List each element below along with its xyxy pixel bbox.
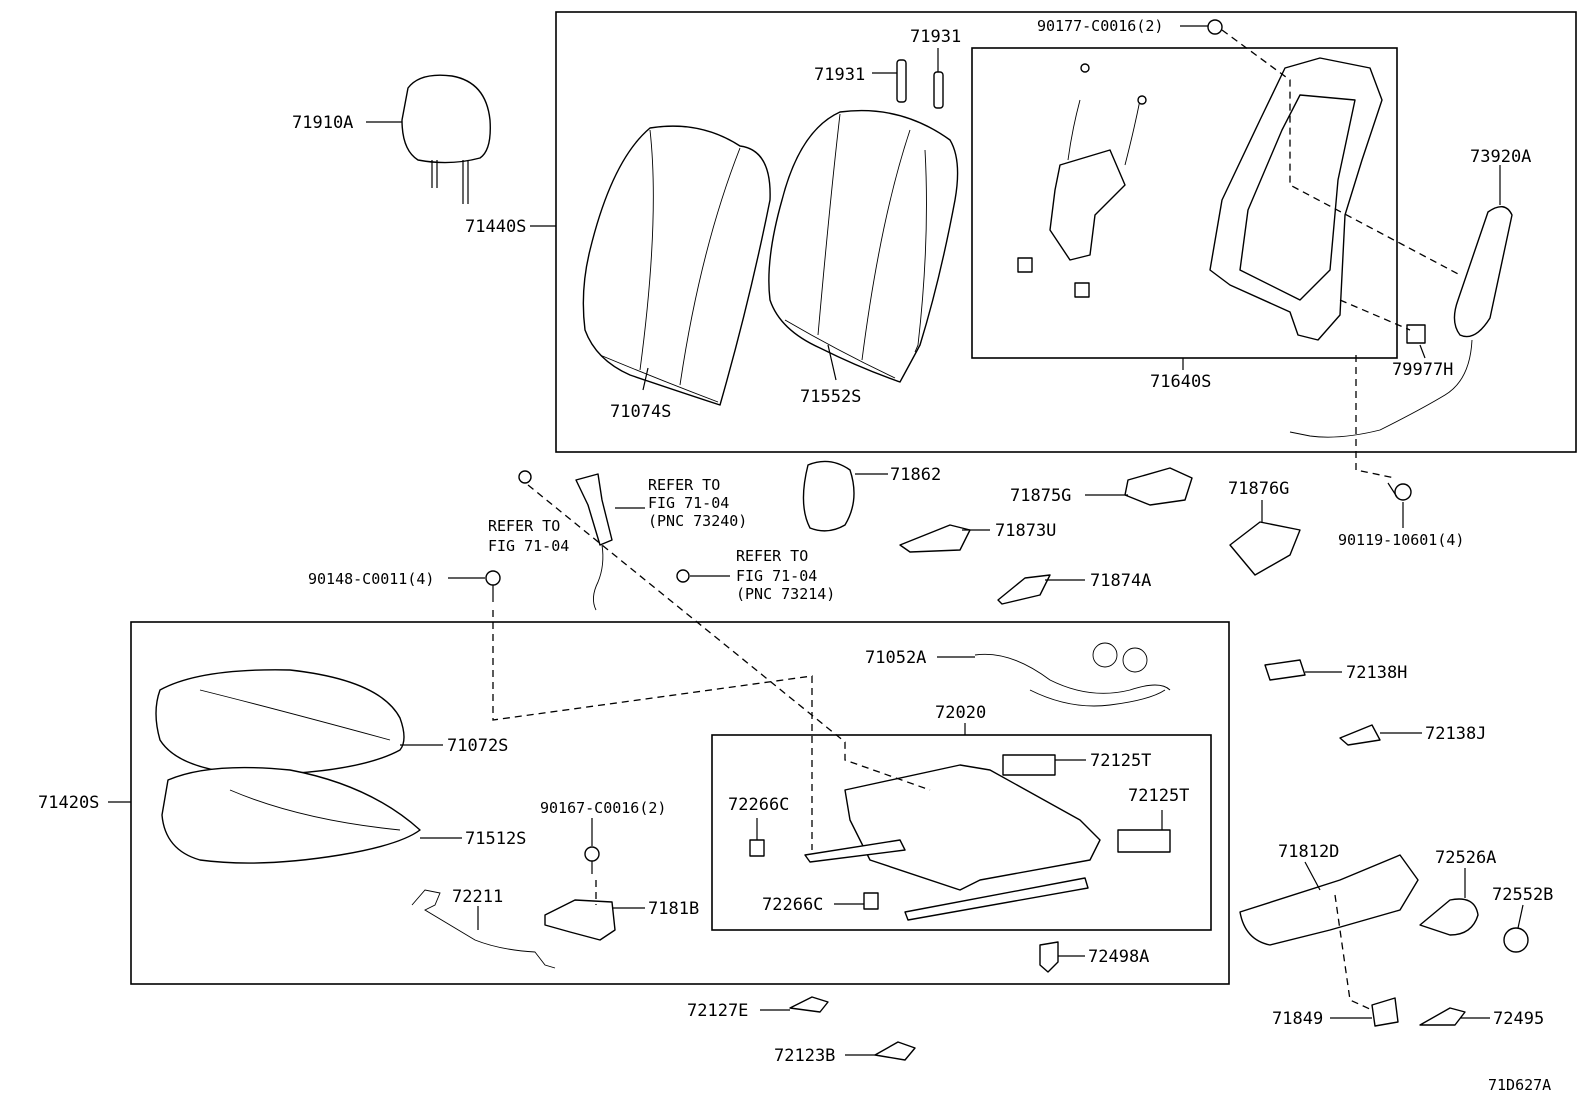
label-cover-72495: 72495 bbox=[1493, 1009, 1544, 1029]
cover-71849-part bbox=[1371, 997, 1399, 1027]
seat-adjuster-part bbox=[804, 764, 1101, 921]
rod-72211-part bbox=[411, 889, 556, 969]
label-nut-lower: 90167-C0016(2) bbox=[540, 799, 666, 817]
lumbar-support-part bbox=[1017, 63, 1147, 298]
nut-left-part bbox=[518, 470, 532, 484]
clip-72266c-1-part bbox=[749, 839, 765, 857]
label-clip-72266c-1: 72266C bbox=[728, 795, 789, 815]
label-hook-1: 71931 bbox=[814, 65, 865, 85]
label-sensor-ref-3: (PNC 73214) bbox=[736, 585, 835, 603]
cap-71862-part bbox=[802, 460, 855, 532]
frame-group-box bbox=[971, 47, 1398, 359]
label-airbag-label: 79977H bbox=[1392, 360, 1453, 380]
seatback-group-box bbox=[555, 11, 1577, 453]
spring-71052a-part bbox=[974, 642, 1171, 707]
label-cushion-cover: 71512S bbox=[465, 829, 526, 849]
label-cap-71862: 71862 bbox=[890, 465, 941, 485]
label-cushion-pad: 71072S bbox=[447, 736, 508, 756]
headrest-part bbox=[401, 74, 491, 204]
label-nut-upper: 90177-C0016(2) bbox=[1037, 17, 1163, 35]
label-cover-71874a: 71874A bbox=[1090, 571, 1151, 591]
label-cover-72127e: 72127E bbox=[687, 1001, 748, 1021]
adjuster-group-box bbox=[711, 734, 1212, 931]
label-hook-2: 71931 bbox=[910, 27, 961, 47]
label-cover-71873u: 71873U bbox=[995, 521, 1056, 541]
cushion-pad-part bbox=[155, 669, 405, 776]
label-bolt-left: 90148-C0011(4) bbox=[308, 570, 434, 588]
cover-72125t-2-part bbox=[1117, 829, 1171, 853]
label-rod-72211: 72211 bbox=[452, 887, 503, 907]
label-cover-72138h: 72138H bbox=[1346, 663, 1407, 683]
label-refer-left-1: REFER TO bbox=[488, 517, 560, 535]
knob-72526a-part bbox=[1419, 898, 1479, 936]
cushion-group-box bbox=[130, 621, 1230, 985]
label-cover-72498a: 72498A bbox=[1088, 947, 1149, 967]
label-seatback-assy: 71440S bbox=[465, 217, 526, 237]
label-seatback-cover: 71552S bbox=[800, 387, 861, 407]
label-refer-left-2: FIG 71-04 bbox=[488, 537, 569, 555]
bracket-7181b-part bbox=[544, 899, 616, 941]
label-seatback-frame: 71640S bbox=[1150, 372, 1211, 392]
label-seatback-pad: 71074S bbox=[610, 402, 671, 422]
hook-pins bbox=[896, 59, 944, 109]
assembly-dashed-lines bbox=[492, 29, 1461, 1011]
cover-72123b-part bbox=[874, 1041, 916, 1061]
label-cushion-assy: 71420S bbox=[38, 793, 99, 813]
label-clip-72266c-2: 72266C bbox=[762, 895, 823, 915]
cover-72498a-part bbox=[1039, 941, 1059, 973]
label-sensor-ref-1: REFER TO bbox=[736, 547, 808, 565]
label-cover-71849: 71849 bbox=[1272, 1009, 1323, 1029]
label-cover-72125t-2: 72125T bbox=[1128, 786, 1189, 806]
bolt-left-part bbox=[485, 570, 501, 602]
cover-72125t-1-part bbox=[1002, 754, 1056, 776]
seatback-frame-part bbox=[1209, 57, 1383, 341]
seat-belt-buckle-part bbox=[575, 473, 613, 611]
bolt-right-part bbox=[1387, 482, 1412, 501]
cover-72138h-part bbox=[1264, 659, 1306, 681]
label-side-airbag: 73920A bbox=[1470, 147, 1531, 167]
cover-71876g-part bbox=[1229, 521, 1301, 576]
label-spring-71052a: 71052A bbox=[865, 648, 926, 668]
label-cover-71875g: 71875G bbox=[1010, 486, 1071, 506]
leader-lines bbox=[108, 25, 1524, 1056]
nut-upper-part bbox=[1207, 19, 1223, 35]
cover-72138j-part bbox=[1339, 724, 1381, 746]
label-shield-71812d: 71812D bbox=[1278, 842, 1339, 862]
label-knob-72526a: 72526A bbox=[1435, 848, 1496, 868]
label-sensor-ref-2: FIG 71-04 bbox=[736, 567, 817, 585]
label-cover-72123b: 72123B bbox=[774, 1046, 835, 1066]
knob-72552b-part bbox=[1503, 927, 1529, 953]
cover-71873u-part bbox=[899, 524, 971, 553]
label-knob-72552b: 72552B bbox=[1492, 885, 1553, 905]
label-cover-71876g: 71876G bbox=[1228, 479, 1289, 499]
label-headrest: 71910A bbox=[292, 113, 353, 133]
label-bracket-7181b: 7181B bbox=[648, 899, 699, 919]
label-cover-72138j: 72138J bbox=[1425, 724, 1486, 744]
shield-71812d-part bbox=[1239, 854, 1419, 946]
side-airbag-part bbox=[1289, 206, 1513, 438]
label-buckle-ref-3: (PNC 73240) bbox=[648, 512, 747, 530]
label-cover-72125t-1: 72125T bbox=[1090, 751, 1151, 771]
label-buckle-ref-1: REFER TO bbox=[648, 476, 720, 494]
label-adjuster-assy: 72020 bbox=[935, 703, 986, 723]
diagram-id: 71D627A bbox=[1488, 1076, 1551, 1094]
cover-71875g-part bbox=[1124, 467, 1193, 506]
nut-lower-part bbox=[584, 846, 600, 874]
cover-71874a-part bbox=[997, 574, 1051, 605]
cushion-cover-part bbox=[161, 766, 421, 864]
cover-72127e-part bbox=[789, 996, 829, 1013]
label-buckle-ref-2: FIG 71-04 bbox=[648, 494, 729, 512]
sensor-ring-part bbox=[676, 569, 690, 583]
clip-72266c-2-part bbox=[863, 892, 879, 910]
cover-72495-part bbox=[1419, 1007, 1466, 1026]
seatback-cover-part bbox=[768, 109, 959, 383]
label-bolt-right: 90119-10601(4) bbox=[1338, 531, 1464, 549]
seatback-pad-part bbox=[582, 125, 771, 406]
